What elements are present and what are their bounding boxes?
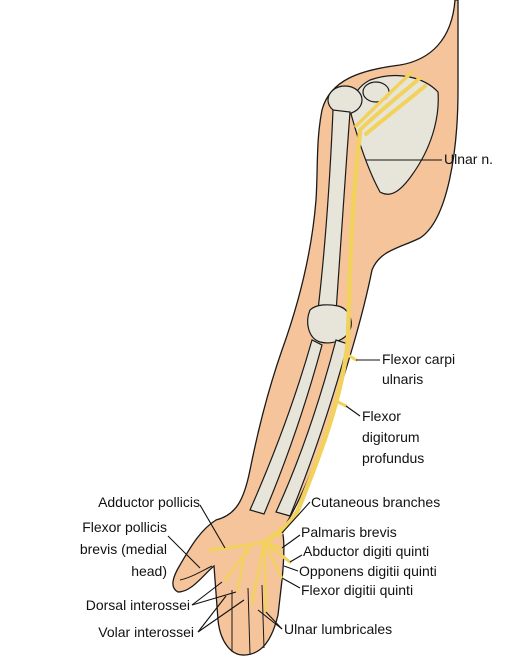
label-flexor-digitorum-profundus-line2: digitorum (362, 429, 420, 445)
radius-bone (249, 339, 323, 515)
label-flexor-carpi-ulnaris-line1: Flexor carpi (382, 351, 456, 367)
label-cutaneous-branches: Cutaneous branches (311, 494, 441, 510)
label-opponens-digitii-quinti: Opponens digitii quinti (299, 563, 437, 579)
ulnar-nerve (208, 70, 427, 614)
label-flexor-carpi-ulnaris-line2: ulnaris (382, 371, 424, 387)
label-abductor-digiti-quinti: Abductor digiti quinti (303, 543, 430, 559)
label-flexor-pollicis-brevis-line1: Flexor pollicis (82, 519, 167, 535)
label-volar-interossei: Volar interossei (98, 624, 194, 640)
label-flexor-digitorum-profundus-line3: profundus (362, 450, 425, 466)
label-ulnar-lumbricales: Ulnar lumbricales (284, 621, 393, 637)
label-adductor-pollicis: Adductor pollicis (98, 494, 200, 510)
label-flexor-digitorum-profundus-line1: Flexor (362, 408, 401, 424)
label-dorsal-interossei: Dorsal interossei (85, 597, 190, 613)
label-flexor-pollicis-brevis-line2: brevis (medial (79, 541, 167, 557)
label-flexor-pollicis-brevis-line3: head) (131, 563, 167, 579)
elbow-bone (307, 304, 352, 344)
ulna-bone (275, 339, 349, 517)
label-ulnar-nerve: Ulnar n. (444, 151, 494, 167)
label-palmaris-brevis: Palmaris brevis (301, 524, 397, 540)
label-flexor-digitii-quinti: Flexor digitii quinti (301, 582, 414, 598)
finger-lines (179, 565, 265, 656)
leader-lines (167, 159, 442, 633)
